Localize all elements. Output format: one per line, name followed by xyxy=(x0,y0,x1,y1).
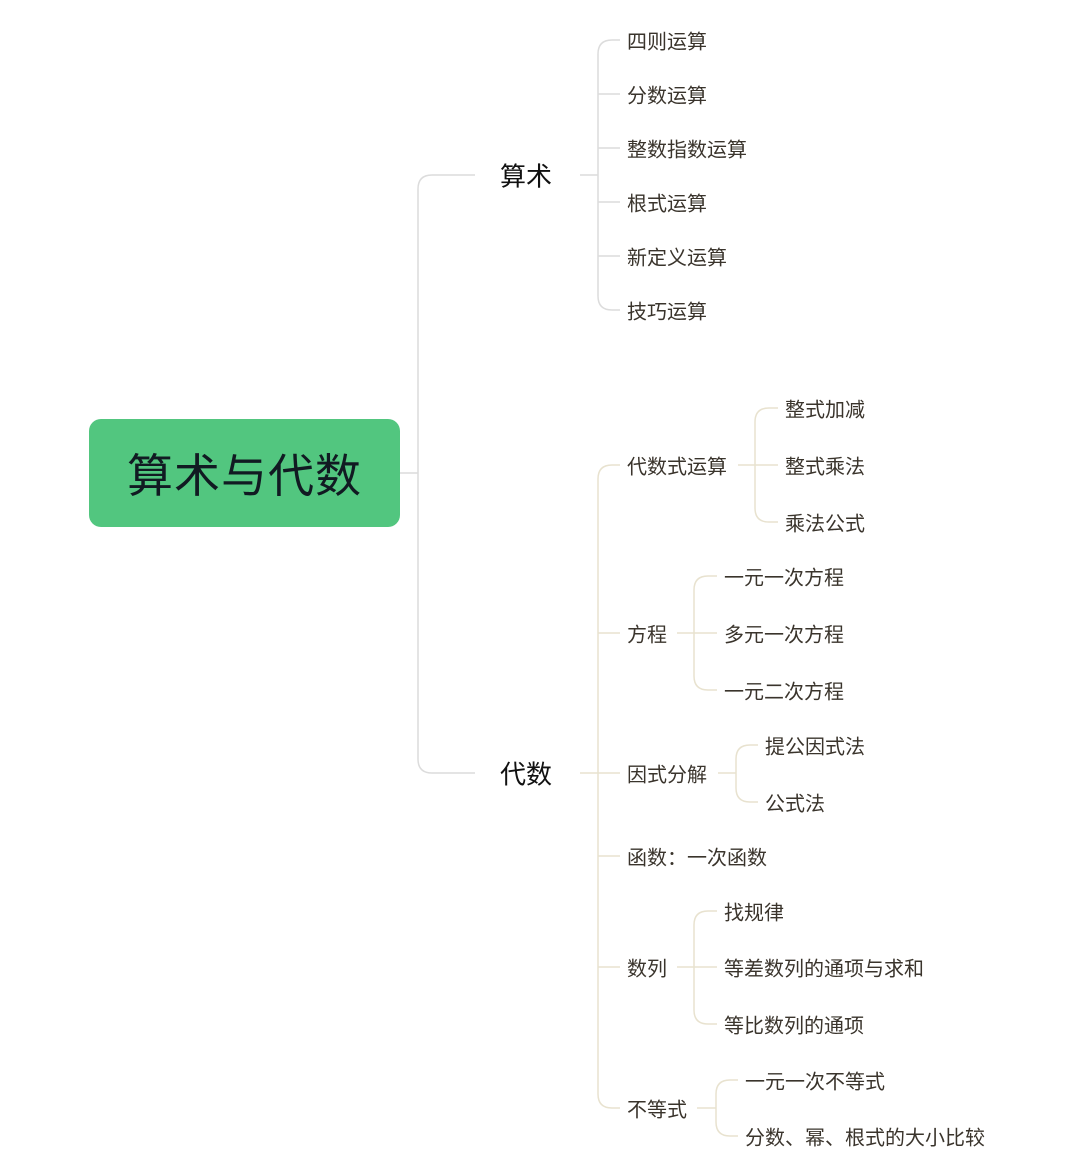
node-radical-operations[interactable]: 根式运算 xyxy=(627,191,707,216)
node-find-pattern[interactable]: 找规律 xyxy=(724,900,784,925)
root-node[interactable]: 算术与代数 xyxy=(89,419,400,527)
node-four-operations[interactable]: 四则运算 xyxy=(627,29,707,54)
node-sequences[interactable]: 数列 xyxy=(627,956,667,981)
node-factorization[interactable]: 因式分解 xyxy=(627,762,707,787)
node-quadratic-equation[interactable]: 一元二次方程 xyxy=(724,679,844,704)
node-polynomial-add-sub[interactable]: 整式加减 xyxy=(785,397,865,422)
node-technique-operations[interactable]: 技巧运算 xyxy=(627,299,707,324)
node-common-factor[interactable]: 提公因式法 xyxy=(765,734,865,759)
node-linear-inequality[interactable]: 一元一次不等式 xyxy=(745,1069,885,1094)
node-linear-equation-multi-var[interactable]: 多元一次方程 xyxy=(724,622,844,647)
node-linear-function[interactable]: 函数：一次函数 xyxy=(627,845,767,870)
node-equations[interactable]: 方程 xyxy=(627,622,667,647)
node-compare-magnitudes[interactable]: 分数、幂、根式的大小比较 xyxy=(745,1125,985,1150)
node-algebraic-expressions[interactable]: 代数式运算 xyxy=(627,454,727,479)
node-new-definition[interactable]: 新定义运算 xyxy=(627,245,727,270)
branch-algebra[interactable]: 代数 xyxy=(500,760,553,791)
node-geometric-sequence[interactable]: 等比数列的通项 xyxy=(724,1013,864,1038)
node-arithmetic-sequence[interactable]: 等差数列的通项与求和 xyxy=(724,956,924,981)
node-multiplication-formula[interactable]: 乘法公式 xyxy=(785,511,865,536)
node-formula-method[interactable]: 公式法 xyxy=(765,791,825,816)
node-polynomial-multiply[interactable]: 整式乘法 xyxy=(785,454,865,479)
node-integer-exponent[interactable]: 整数指数运算 xyxy=(627,137,747,162)
node-fraction-operations[interactable]: 分数运算 xyxy=(627,83,707,108)
node-linear-equation-one-var[interactable]: 一元一次方程 xyxy=(724,565,844,590)
node-inequalities[interactable]: 不等式 xyxy=(627,1097,687,1122)
branch-arithmetic[interactable]: 算术 xyxy=(500,162,553,193)
root-label: 算术与代数 xyxy=(127,449,362,503)
